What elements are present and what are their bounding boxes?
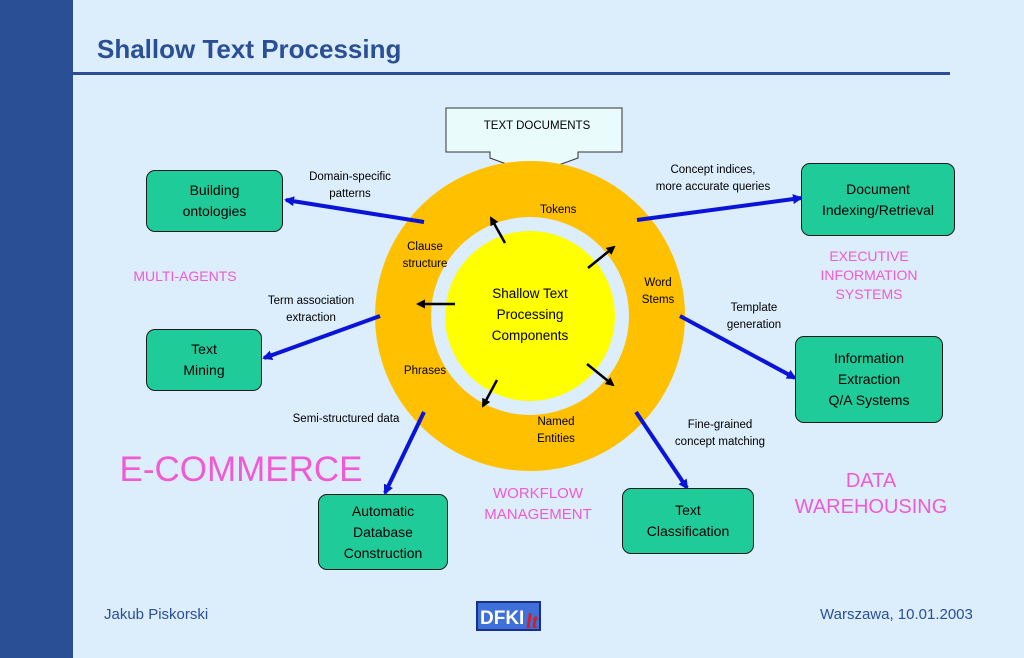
- svg-text:DFKI: DFKI: [480, 608, 524, 629]
- ring-label-clause: Clause structure: [402, 241, 448, 270]
- box-building-ontologies: Building ontologies: [146, 170, 283, 232]
- arrow-named-entities: [586, 363, 615, 387]
- label-workflow-management: WORKFLOW MANAGEMENT: [484, 485, 592, 523]
- label-concept-indices: Concept indices, more accurate queries: [655, 164, 771, 193]
- ring-label-named-entities: Named Entities: [537, 416, 575, 445]
- box-text-classification: Text Classification: [622, 488, 754, 554]
- footer-place-date: Warszawa, 10.01.2003: [820, 606, 973, 623]
- sidebar-band: [0, 0, 73, 658]
- label-semi-structured: Semi-structured data: [292, 413, 400, 425]
- page-title: Shallow Text Processing: [97, 34, 402, 64]
- arrow-to-indexing: [636, 194, 803, 222]
- dfki-logo: DFKI lt: [476, 601, 541, 633]
- footer-author: Jakub Piskorski: [104, 606, 209, 623]
- arrow-to-ontologies: [284, 196, 425, 224]
- arrow-to-text-mining: [262, 314, 381, 360]
- label-data-warehousing: DATA WAREHOUSING: [794, 470, 948, 518]
- arrow-to-database: [383, 411, 426, 495]
- ring-label-tokens: Tokens: [540, 204, 577, 216]
- label-e-commerce: E-COMMERCE: [119, 450, 363, 489]
- ring-label-phrases: Phrases: [403, 365, 447, 377]
- box-information-extraction: Information Extraction Q/A Systems: [795, 336, 943, 423]
- arrow-phrases: [481, 379, 499, 408]
- label-fine-grained: Fine-grained concept matching: [674, 419, 766, 448]
- box-indexing-retrieval: Document Indexing/Retrieval: [801, 163, 955, 236]
- arrow-tokens: [489, 216, 507, 244]
- center-circle: [445, 231, 615, 401]
- title-underline: [22, 72, 950, 75]
- label-domain-patterns: Domain-specific patterns: [309, 171, 391, 200]
- processing-ring: [375, 161, 685, 471]
- label-template-generation: Template generation: [726, 302, 782, 331]
- label-multi-agents: MULTI-AGENTS: [133, 268, 237, 284]
- svg-text:lt: lt: [526, 609, 539, 633]
- center-label: Shallow Text Processing Components: [491, 286, 569, 343]
- arrow-to-classification: [634, 410, 689, 490]
- label-executive-information: EXECUTIVE INFORMATION SYSTEMS: [820, 248, 918, 302]
- box-database-construction: Automatic Database Construction: [318, 494, 448, 570]
- box-text-mining: Text Mining: [146, 329, 262, 391]
- arrow-word-stems: [587, 245, 616, 269]
- text-documents-label: TEXT DOCUMENTS: [483, 120, 591, 132]
- ring-label-word-stems: Word Stems: [641, 277, 675, 306]
- label-term-association: Term association extraction: [267, 295, 355, 324]
- arrow-to-extraction: [679, 314, 797, 380]
